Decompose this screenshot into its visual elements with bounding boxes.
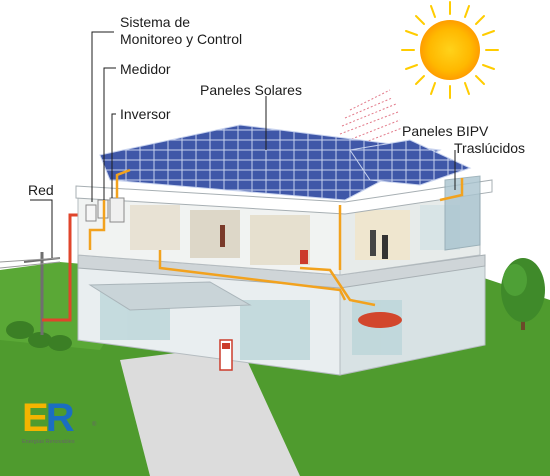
label-monitoring-system: Sistema de Monitoreo y Control [120,14,242,48]
solar-panel-array-right [349,139,472,186]
shrubs-left [6,321,72,351]
label-monitoring-line1: Sistema de [120,14,191,30]
logo-letters: ER [22,396,75,440]
sun-icon [401,1,499,99]
label-bipv-line1: Paneles BIPV [402,123,489,139]
logo-registered-mark: ® [92,422,97,428]
awning [88,281,252,311]
logo-tagline: Energías Renovables [22,439,75,445]
label-inverter: Inversor [120,106,171,122]
roof-slab [75,179,493,215]
label-bipv-line2: Traslúcidos [454,140,526,156]
label-solar-panels: Paneles Solares [200,82,302,98]
label-bipv-panels: Paneles BIPV Traslúcidos [402,123,525,157]
bipv-panels [444,175,481,251]
logo-letter-r: R [45,396,75,440]
er-logo: ER ® Energías Renovables [22,398,102,446]
label-monitoring-line2: Monitoreo y Control [120,31,243,47]
logo-letter-e: E [22,396,49,440]
inverter-unit [109,197,125,223]
first-floor-rooms [130,205,460,265]
label-meter: Medidor [120,61,171,77]
label-grid: Red [28,182,54,198]
leader-lines [30,31,456,258]
meeting-table [358,312,402,328]
monitoring-unit [85,204,97,222]
walkway [120,345,300,476]
dc-cables [88,168,464,307]
tree-right [501,258,545,330]
